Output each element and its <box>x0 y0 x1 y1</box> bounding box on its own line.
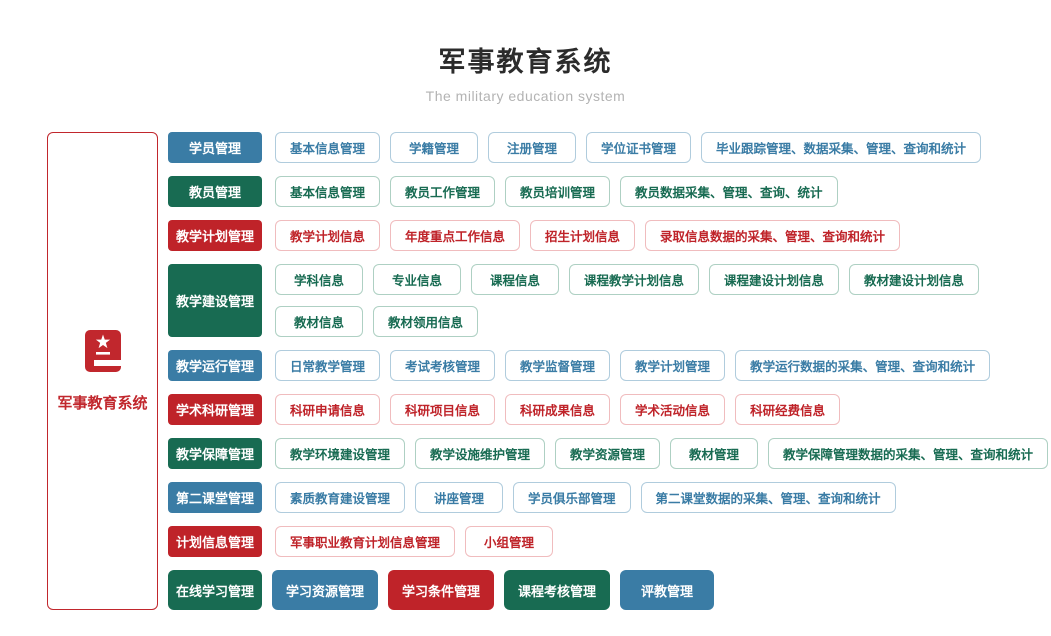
sub-item-line: 教学环境建设管理教学设施维护管理教学资源管理教材管理教学保障管理数据的采集、管理… <box>275 438 1049 469</box>
sub-item-button[interactable]: 素质教育建设管理 <box>275 482 406 513</box>
category-button[interactable]: 学术科研管理 <box>168 394 262 425</box>
module-row: 教学计划管理教学计划信息年度重点工作信息招生计划信息录取信息数据的采集、管理、查… <box>168 220 1048 251</box>
module-row: 学员管理基本信息管理学籍管理注册管理学位证书管理毕业跟踪管理、数据采集、管理、查… <box>168 132 1048 163</box>
sub-item-button[interactable]: 年度重点工作信息 <box>390 220 521 251</box>
sub-item-button[interactable]: 教学计划管理 <box>620 350 726 381</box>
sub-item-button[interactable]: 教学保障管理数据的采集、管理、查询和统计 <box>768 438 1049 469</box>
sub-item-line: 日常教学管理考试考核管理教学监督管理教学计划管理教学运行数据的采集、管理、查询和… <box>275 350 991 381</box>
category-button[interactable]: 教学保障管理 <box>168 438 262 469</box>
sub-item-button[interactable]: 录取信息数据的采集、管理、查询和统计 <box>645 220 901 251</box>
sub-item-line: 基本信息管理教员工作管理教员培训管理教员数据采集、管理、查询、统计 <box>275 176 838 207</box>
sub-item-button[interactable]: 第二课堂数据的采集、管理、查询和统计 <box>640 482 896 513</box>
sub-item-button[interactable]: 教员工作管理 <box>390 176 496 207</box>
sub-item-button[interactable]: 基本信息管理 <box>275 176 381 207</box>
sub-item-button[interactable]: 教学监督管理 <box>505 350 611 381</box>
sub-item-button[interactable]: 教学设施维护管理 <box>415 438 546 469</box>
module-row: 教学运行管理日常教学管理考试考核管理教学监督管理教学计划管理教学运行数据的采集、… <box>168 350 1048 381</box>
sub-item-line: 科研申请信息科研项目信息科研成果信息学术活动信息科研经费信息 <box>275 394 841 425</box>
sub-item-button[interactable]: 军事职业教育计划信息管理 <box>275 526 456 557</box>
sub-item-lines: 素质教育建设管理讲座管理学员俱乐部管理第二课堂数据的采集、管理、查询和统计 <box>275 482 896 513</box>
sub-item-button[interactable]: 讲座管理 <box>415 482 504 513</box>
sub-item-lines: 军事职业教育计划信息管理小组管理 <box>275 526 554 557</box>
category-button[interactable]: 学员管理 <box>168 132 262 163</box>
page-title: 军事教育系统 <box>438 47 613 77</box>
solid-sub-button[interactable]: 学习条件管理 <box>388 570 495 610</box>
sub-item-button[interactable]: 教材管理 <box>670 438 759 469</box>
module-row: 教学建设管理学科信息专业信息课程信息课程教学计划信息课程建设计划信息教材建设计划… <box>168 264 1048 337</box>
sub-item-button[interactable]: 教学资源管理 <box>555 438 661 469</box>
sub-item-line: 基本信息管理学籍管理注册管理学位证书管理毕业跟踪管理、数据采集、管理、查询和统计 <box>275 132 982 163</box>
sub-item-button[interactable]: 教材信息 <box>275 306 363 337</box>
solid-sub-button[interactable]: 学习资源管理 <box>272 570 379 610</box>
category-button[interactable]: 教学建设管理 <box>168 264 262 337</box>
sub-item-lines: 基本信息管理学籍管理注册管理学位证书管理毕业跟踪管理、数据采集、管理、查询和统计 <box>275 132 982 163</box>
sub-item-lines: 基本信息管理教员工作管理教员培训管理教员数据采集、管理、查询、统计 <box>275 176 838 207</box>
sub-item-button[interactable]: 课程建设计划信息 <box>709 264 840 295</box>
sub-item-line: 教材信息教材领用信息 <box>275 306 979 337</box>
sub-item-button[interactable]: 科研经费信息 <box>735 394 841 425</box>
page-subtitle: The military education system <box>425 88 626 104</box>
sub-item-button[interactable]: 教学计划信息 <box>275 220 381 251</box>
module-row: 第二课堂管理素质教育建设管理讲座管理学员俱乐部管理第二课堂数据的采集、管理、查询… <box>168 482 1048 513</box>
module-row: 学术科研管理科研申请信息科研项目信息科研成果信息学术活动信息科研经费信息 <box>168 394 1048 425</box>
book-star-icon <box>80 329 126 382</box>
solid-sub-button[interactable]: 课程考核管理 <box>504 570 611 610</box>
sub-item-lines: 日常教学管理考试考核管理教学监督管理教学计划管理教学运行数据的采集、管理、查询和… <box>275 350 991 381</box>
sub-item-line: 教学计划信息年度重点工作信息招生计划信息录取信息数据的采集、管理、查询和统计 <box>275 220 901 251</box>
sub-item-button[interactable]: 考试考核管理 <box>390 350 496 381</box>
sub-item-button[interactable]: 科研申请信息 <box>275 394 381 425</box>
sub-item-button[interactable]: 学科信息 <box>275 264 363 295</box>
module-rows: 学员管理基本信息管理学籍管理注册管理学位证书管理毕业跟踪管理、数据采集、管理、查… <box>168 132 1049 610</box>
sub-item-lines: 学科信息专业信息课程信息课程教学计划信息课程建设计划信息教材建设计划信息教材信息… <box>275 264 980 337</box>
sub-item-button[interactable]: 日常教学管理 <box>275 350 381 381</box>
category-button[interactable]: 教员管理 <box>168 176 262 207</box>
sub-item-lines: 教学环境建设管理教学设施维护管理教学资源管理教材管理教学保障管理数据的采集、管理… <box>275 438 1049 469</box>
sub-item-button[interactable]: 毕业跟踪管理、数据采集、管理、查询和统计 <box>701 132 982 163</box>
category-button[interactable]: 教学计划管理 <box>168 220 262 251</box>
sub-item-line: 学科信息专业信息课程信息课程教学计划信息课程建设计划信息教材建设计划信息 <box>275 264 980 295</box>
sub-item-button[interactable]: 教员培训管理 <box>505 176 611 207</box>
sub-item-button[interactable]: 教学环境建设管理 <box>275 438 406 469</box>
category-button[interactable]: 教学运行管理 <box>168 350 262 381</box>
module-row: 教学保障管理教学环境建设管理教学设施维护管理教学资源管理教材管理教学保障管理数据… <box>168 438 1049 469</box>
page: 军事教育系统 The military education system 军事教… <box>0 0 1051 610</box>
system-root-card: 军事教育系统 <box>47 132 158 610</box>
category-button[interactable]: 计划信息管理 <box>168 526 262 557</box>
sub-item-button[interactable]: 学籍管理 <box>390 132 479 163</box>
sub-item-lines: 教学计划信息年度重点工作信息招生计划信息录取信息数据的采集、管理、查询和统计 <box>275 220 901 251</box>
module-row: 教员管理基本信息管理教员工作管理教员培训管理教员数据采集、管理、查询、统计 <box>168 176 1048 207</box>
sub-item-button[interactable]: 学术活动信息 <box>620 394 726 425</box>
sub-item-line: 素质教育建设管理讲座管理学员俱乐部管理第二课堂数据的采集、管理、查询和统计 <box>275 482 896 513</box>
module-row: 计划信息管理军事职业教育计划信息管理小组管理 <box>168 526 1048 557</box>
sub-item-button[interactable]: 教材领用信息 <box>373 306 479 337</box>
sub-item-button[interactable]: 教学运行数据的采集、管理、查询和统计 <box>735 350 991 381</box>
sub-item-button[interactable]: 招生计划信息 <box>530 220 636 251</box>
sub-item-button[interactable]: 科研项目信息 <box>390 394 496 425</box>
sub-item-button[interactable]: 注册管理 <box>488 132 577 163</box>
content: 军事教育系统 学员管理基本信息管理学籍管理注册管理学位证书管理毕业跟踪管理、数据… <box>47 132 1051 610</box>
sub-item-button[interactable]: 课程教学计划信息 <box>569 264 700 295</box>
sub-item-button[interactable]: 课程信息 <box>471 264 559 295</box>
category-button[interactable]: 在线学习管理 <box>168 570 262 610</box>
sub-item-button[interactable]: 基本信息管理 <box>275 132 381 163</box>
module-row: 在线学习管理学习资源管理学习条件管理课程考核管理评教管理 <box>168 570 1048 610</box>
sub-item-button[interactable]: 学员俱乐部管理 <box>513 482 631 513</box>
system-root-label: 军事教育系统 <box>57 395 148 412</box>
sub-item-button[interactable]: 教员数据采集、管理、查询、统计 <box>620 176 838 207</box>
sub-item-button[interactable]: 学位证书管理 <box>586 132 692 163</box>
category-button[interactable]: 第二课堂管理 <box>168 482 262 513</box>
sub-item-button[interactable]: 小组管理 <box>465 526 554 557</box>
sub-item-button[interactable]: 教材建设计划信息 <box>849 264 980 295</box>
page-header: 军事教育系统 The military education system <box>0 0 1051 104</box>
sub-item-line: 军事职业教育计划信息管理小组管理 <box>275 526 554 557</box>
sub-item-lines: 科研申请信息科研项目信息科研成果信息学术活动信息科研经费信息 <box>275 394 841 425</box>
solid-sub-button[interactable]: 评教管理 <box>620 570 715 610</box>
sub-item-button[interactable]: 专业信息 <box>373 264 461 295</box>
sub-item-button[interactable]: 科研成果信息 <box>505 394 611 425</box>
